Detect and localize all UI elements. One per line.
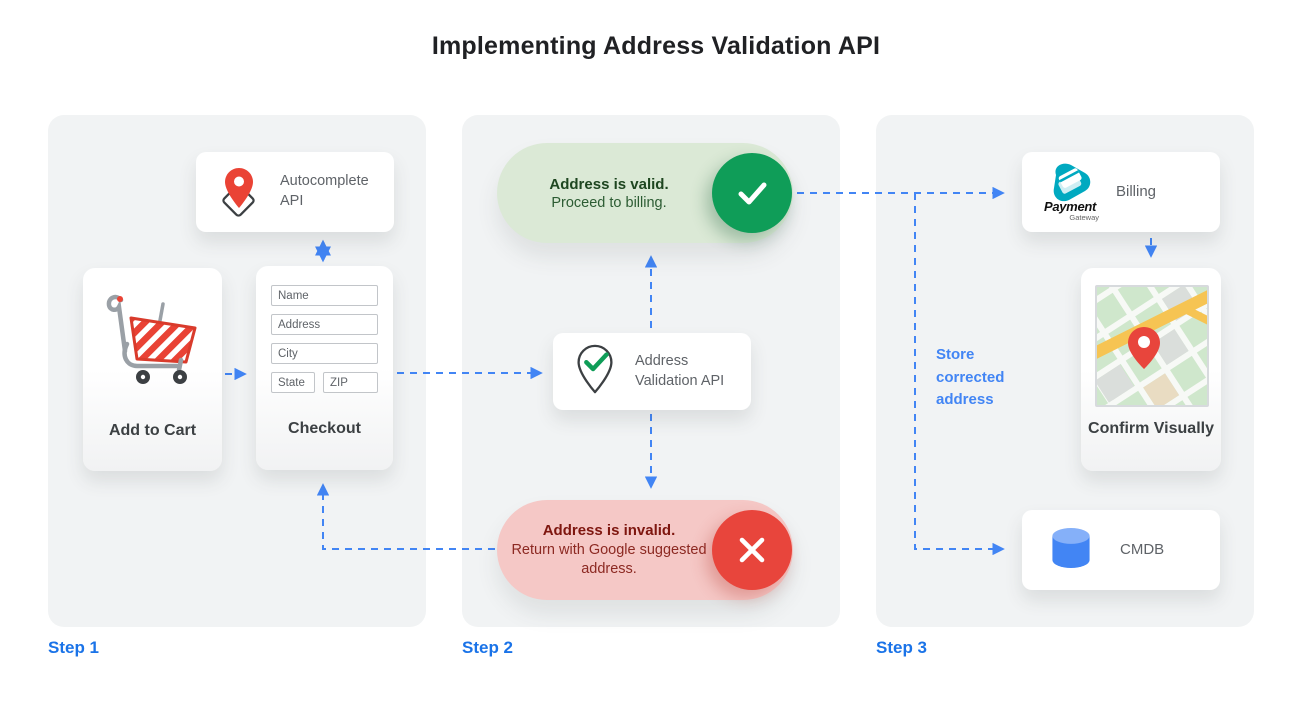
checkout-form: Name Address City State ZIP xyxy=(271,285,378,401)
autocomplete-api-label: Autocomplete API xyxy=(280,173,369,209)
payment-gateway-logo: Payment Gateway xyxy=(1037,162,1103,222)
map-pin-check-icon xyxy=(568,342,622,401)
map-thumbnail-image xyxy=(1095,285,1209,407)
cmdb-label: CMDB xyxy=(1120,540,1165,558)
payment-logo-title: Payment xyxy=(1043,199,1097,214)
cmdb-node: CMDB xyxy=(1022,510,1220,590)
checkout-node: Name Address City State ZIP Checkout xyxy=(256,266,393,470)
map-pin-diamond-icon xyxy=(211,162,267,223)
address-field: Address xyxy=(271,314,378,335)
billing-label: Billing xyxy=(1116,182,1157,200)
valid-subtitle: Proceed to billing. xyxy=(551,194,667,211)
invalid-subtitle: Return with Google suggested address. xyxy=(511,541,707,577)
page-title: Implementing Address Validation API xyxy=(431,32,881,60)
city-field: City xyxy=(271,343,378,364)
autocomplete-api-node: Autocomplete API xyxy=(196,152,394,232)
address-validation-api-label: Address Validation API xyxy=(635,352,725,389)
add-to-cart-label: Add to Cart xyxy=(108,422,197,439)
store-corrected-address-note: Store corrected address xyxy=(936,346,1005,408)
step3-label: Step 3 xyxy=(876,638,928,657)
database-icon xyxy=(1045,520,1097,581)
name-field: Name xyxy=(271,285,378,306)
invalid-title: Address is invalid. xyxy=(542,521,676,539)
billing-node: Payment Gateway Billing xyxy=(1022,152,1220,232)
confirm-visually-label: Confirm Visually xyxy=(1088,420,1214,437)
zip-field: ZIP xyxy=(323,372,378,393)
address-invalid-pill: Address is invalid. Return with Google s… xyxy=(497,500,793,600)
checkout-label: Checkout xyxy=(288,420,361,437)
step1-label: Step 1 xyxy=(48,638,100,657)
shopping-cart-icon xyxy=(101,286,205,395)
address-valid-pill: Address is valid. Proceed to billing. xyxy=(497,143,793,243)
add-to-cart-node: Add to Cart xyxy=(83,268,222,471)
valid-title: Address is valid. xyxy=(549,175,669,193)
address-validation-api-node: Address Validation API xyxy=(553,333,751,410)
step2-label: Step 2 xyxy=(462,638,514,657)
payment-logo-subtitle: Gateway xyxy=(1069,213,1099,222)
state-field: State xyxy=(271,372,315,393)
x-icon xyxy=(712,510,792,590)
confirm-visually-node: Confirm Visually xyxy=(1081,268,1221,471)
check-icon xyxy=(712,153,792,233)
